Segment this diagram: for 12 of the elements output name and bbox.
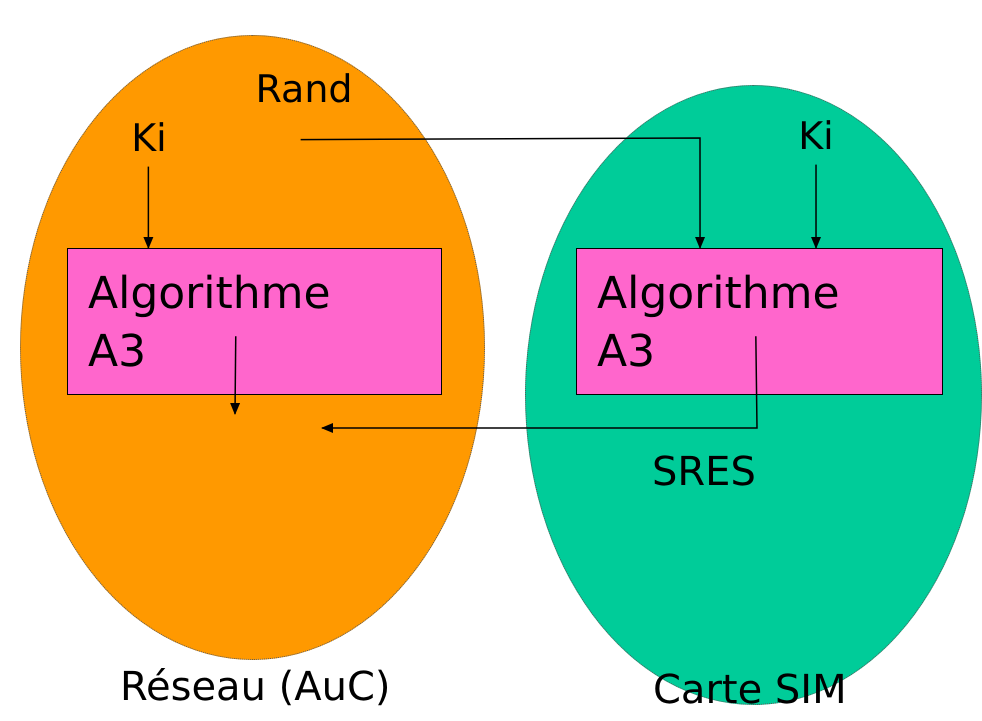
edge-label: SRES xyxy=(652,452,756,492)
arrow xyxy=(300,137,706,249)
process-box: Algorithme A3 xyxy=(576,248,943,395)
variable-label: Rand xyxy=(248,66,360,112)
arrow xyxy=(811,164,822,249)
arrow xyxy=(143,166,154,249)
arrow xyxy=(321,336,758,433)
arrow xyxy=(230,336,240,415)
process-box: Algorithme A3 xyxy=(67,248,442,395)
ellipse-heading: Réseau (AuC) xyxy=(120,667,390,707)
variable-label: Ki xyxy=(124,112,174,164)
variable-label: Ki xyxy=(791,110,841,162)
